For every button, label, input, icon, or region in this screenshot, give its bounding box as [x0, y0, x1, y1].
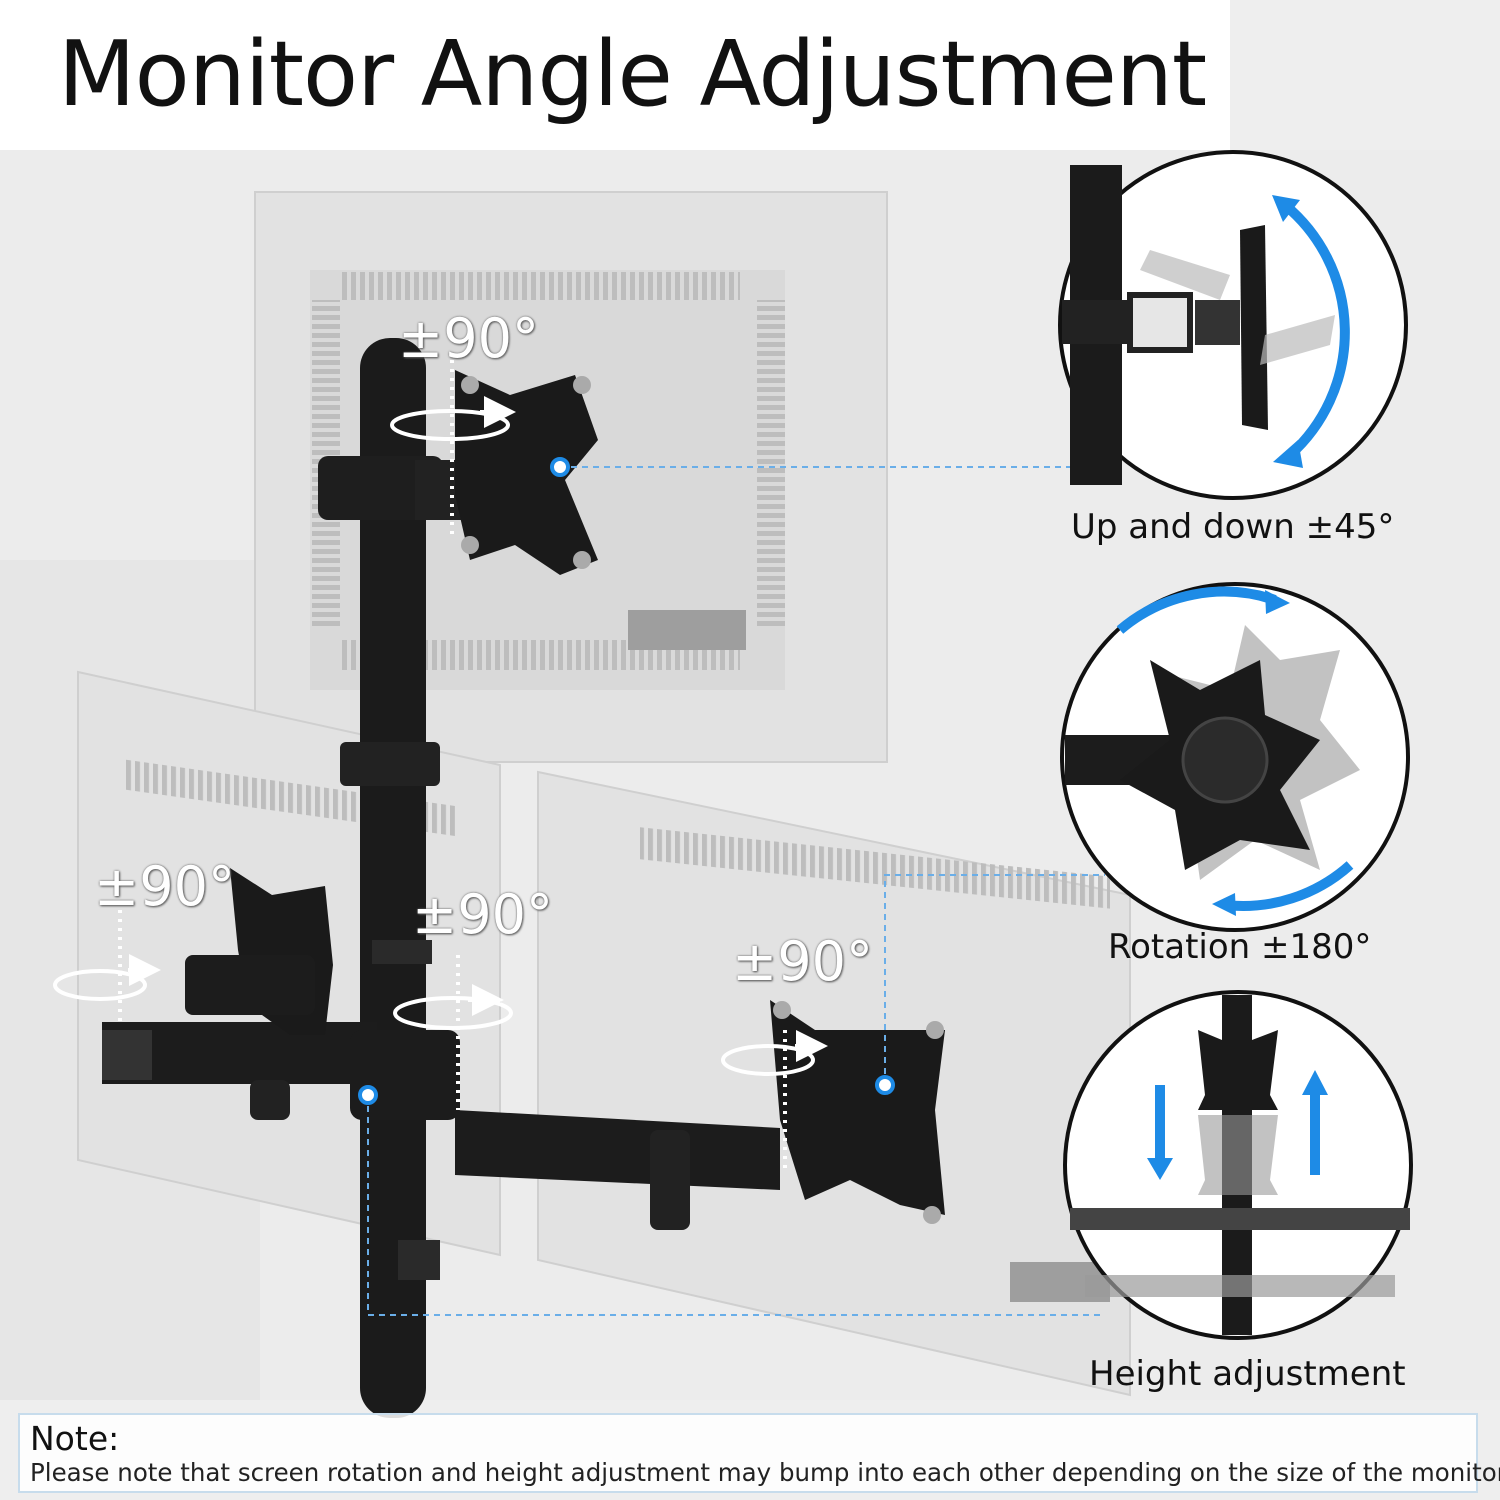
swivel-label-left: ±90°: [94, 855, 235, 918]
swivel-indicators: [53, 360, 828, 1170]
tilt-detail-circle: [1058, 150, 1408, 500]
rotation-detail-circle: [1060, 582, 1410, 932]
tilt-caption: Up and down ±45°: [1071, 507, 1395, 547]
detail-callouts: [358, 457, 1110, 1316]
swivel-label-top: ±90°: [398, 307, 539, 370]
note-text: Please note that screen rotation and hei…: [30, 1458, 1500, 1487]
note-box: Note: Please note that screen rotation a…: [18, 1413, 1500, 1493]
height-detail-circle: [1063, 990, 1413, 1340]
left-arm: [102, 868, 460, 1120]
height-caption: Height adjustment: [1089, 1354, 1406, 1394]
swivel-label-right: ±90°: [732, 930, 873, 993]
page-title: Monitor Angle Adjustment: [58, 22, 1207, 127]
swivel-label-center: ±90°: [412, 883, 553, 946]
rotation-caption: Rotation ±180°: [1108, 927, 1372, 967]
mount-pole: [340, 338, 440, 1418]
note-title: Note:: [30, 1419, 120, 1458]
title-band: [0, 0, 1230, 150]
